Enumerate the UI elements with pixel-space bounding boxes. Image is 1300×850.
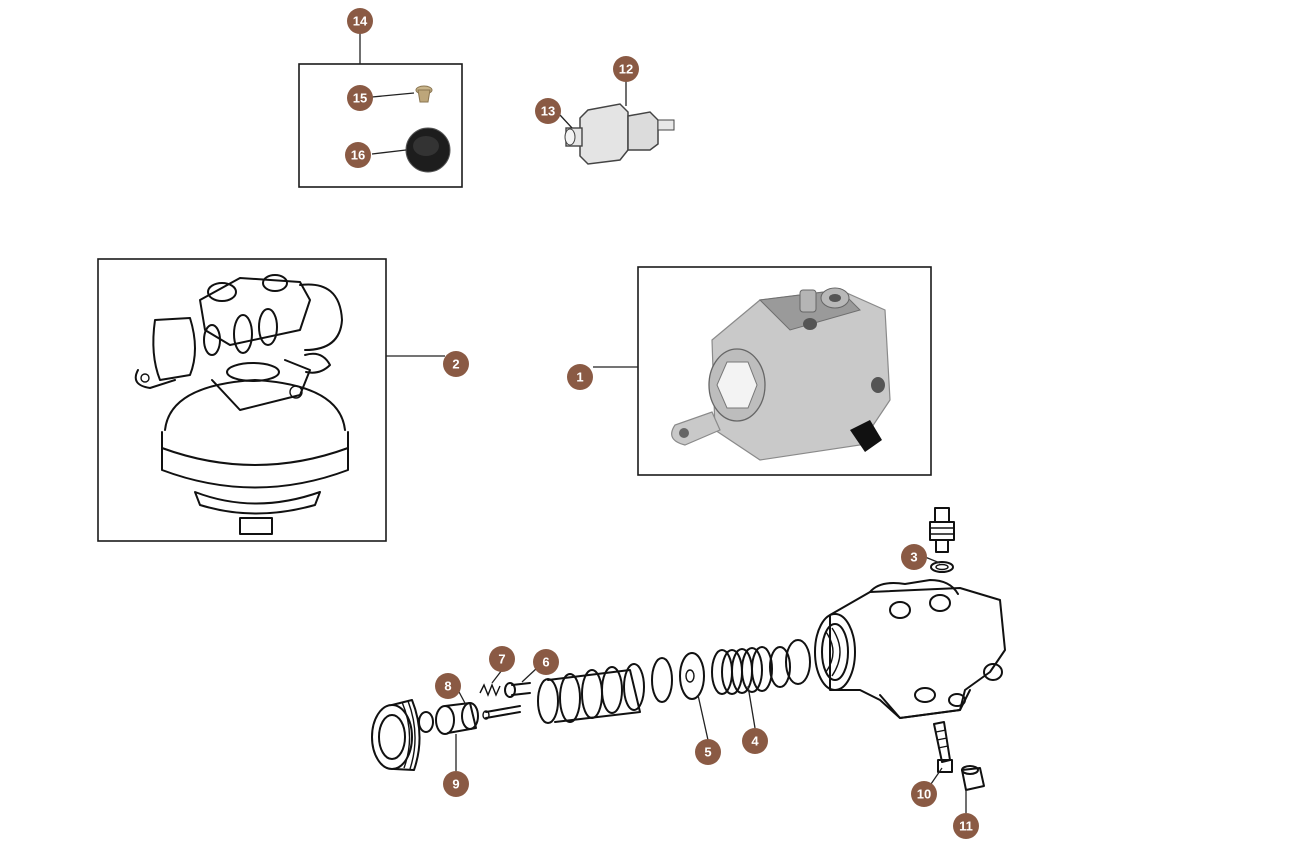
part-6-pin [482, 682, 531, 720]
svg-text:1: 1 [576, 370, 583, 385]
end-plug-drawing [371, 699, 421, 771]
part-2-frame [97, 258, 387, 542]
part-3-bleed-screw [929, 507, 955, 573]
callout-4: 4 [742, 728, 768, 754]
callout-5: 5 [695, 739, 721, 765]
svg-text:14: 14 [353, 14, 368, 29]
callout-9: 9 [443, 771, 469, 797]
leader-15 [371, 92, 415, 98]
svg-text:12: 12 [619, 62, 633, 77]
part-15-plug [415, 85, 433, 103]
part-4-spring-pack [711, 639, 811, 695]
part-11-cap [961, 765, 985, 791]
callout-15: 15 [347, 85, 373, 111]
svg-text:11: 11 [959, 819, 973, 834]
piston-drawing [537, 663, 645, 724]
svg-text:15: 15 [353, 91, 367, 106]
callout-14: 14 [347, 8, 373, 34]
callout-13: 13 [535, 98, 561, 124]
callout-6: 6 [533, 649, 559, 675]
leader-6 [521, 667, 538, 683]
part-2-valve-assembly-drawing [134, 274, 349, 535]
svg-text:7: 7 [498, 652, 505, 667]
svg-text:16: 16 [351, 148, 365, 163]
part-13-nipple [564, 127, 583, 147]
callout-3: 3 [901, 544, 927, 570]
svg-text:10: 10 [917, 787, 931, 802]
callout-2: 2 [443, 351, 469, 377]
callout-8: 8 [435, 673, 461, 699]
part-1-valve-body-photo [671, 287, 891, 461]
svg-text:3: 3 [910, 550, 917, 565]
svg-text:5: 5 [704, 745, 711, 760]
svg-text:4: 4 [751, 734, 759, 749]
part-16-diaphragm [405, 127, 451, 173]
exploded-valve-drawing [371, 507, 1006, 791]
part-5-washer [651, 652, 705, 703]
callout-1: 1 [567, 364, 593, 390]
part-1-frame [637, 266, 932, 476]
leader-4 [747, 685, 756, 729]
leader-5 [697, 694, 709, 741]
part-7-spring [479, 683, 501, 697]
leader-16 [371, 149, 407, 155]
svg-text:6: 6 [542, 655, 549, 670]
leader-10 [930, 767, 943, 785]
svg-text:9: 9 [452, 777, 459, 792]
callout-16: 16 [345, 142, 371, 168]
svg-text:2: 2 [452, 357, 459, 372]
callout-10: 10 [911, 781, 937, 807]
callout-7: 7 [489, 646, 515, 672]
svg-text:8: 8 [444, 679, 451, 694]
part-10-screw [933, 721, 953, 773]
callout-12: 12 [613, 56, 639, 82]
valve-housing-drawing [814, 579, 1006, 719]
svg-text:13: 13 [541, 104, 555, 119]
part-9-sleeve [418, 702, 479, 735]
leader-8 [457, 689, 467, 706]
repair-kit-frame [298, 63, 463, 188]
part-12-union-fitting [579, 103, 675, 165]
callout-11: 11 [953, 813, 979, 839]
leader-7 [491, 669, 503, 684]
leader-13 [559, 114, 573, 129]
leader-3 [924, 556, 941, 564]
